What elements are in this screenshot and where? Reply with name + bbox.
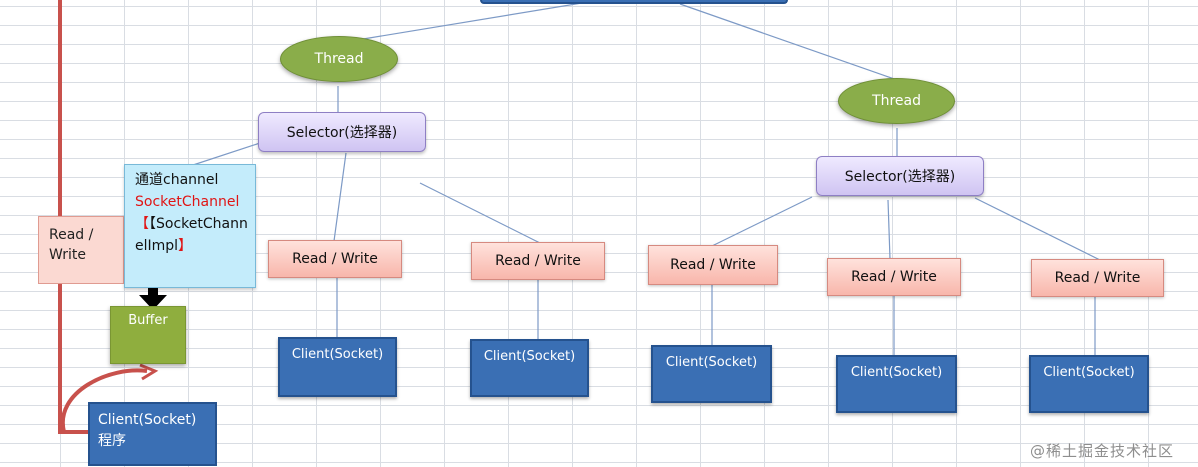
client-label: Client(Socket) (291, 347, 384, 362)
channel-impl-text-1: 【SocketChann (149, 216, 248, 232)
client-program-line2: 程序 (98, 433, 126, 449)
channel-class-name: SocketChannel (135, 194, 240, 210)
buffer-box: Buffer (110, 306, 186, 364)
selector-label: Selector(选择器) (844, 169, 956, 185)
edge-top-thread1 (344, 0, 601, 43)
read-write-label: Read / Write (851, 269, 937, 285)
red-connector (58, 0, 88, 434)
edge-selector2-rw4 (711, 196, 813, 247)
read-write-box-5: Read / Write (827, 258, 961, 296)
client-socket-box-4: Client(Socket) (836, 355, 957, 413)
edge-selector2-rw5 (887, 199, 891, 260)
thread-ellipse-2: Thread (838, 78, 955, 124)
top-node (480, 0, 788, 4)
curved-arrow (60, 368, 148, 433)
channel-impl-bracket: 】 (178, 238, 193, 254)
edge-selector2-rw6 (974, 197, 1101, 261)
client-socket-box-5: Client(Socket) (1029, 355, 1149, 413)
client-socket-box-3: Client(Socket) (651, 345, 772, 403)
watermark-text: @稀土掘金技术社区 (1030, 442, 1175, 460)
read-write-box-3: Read / Write (471, 242, 605, 280)
read-write-label: Read / Write (292, 251, 378, 267)
selector-label: Selector(选择器) (286, 125, 398, 141)
read-write-line2: Write (49, 247, 86, 263)
edge-selector1-rw2 (333, 152, 347, 242)
read-write-label: Read / Write (670, 257, 756, 273)
thread-label: Thread (872, 93, 921, 109)
client-label: Client(Socket) (483, 349, 576, 364)
client-label: Client(Socket) (665, 355, 758, 370)
selector-box-1: Selector(选择器) (258, 112, 426, 152)
read-write-label: Read / Write (495, 253, 581, 269)
curved-arrow-head (139, 363, 159, 381)
read-write-box-2: Read / Write (268, 240, 402, 278)
edge-selector1-rw3 (419, 182, 541, 244)
read-write-line1: Read / (49, 227, 94, 243)
client-program-box: Client(Socket) 程序 (88, 402, 217, 466)
client-socket-box-1: Client(Socket) (278, 337, 397, 397)
client-program-line1: Client(Socket) (98, 412, 197, 428)
thread-label: Thread (314, 51, 364, 67)
edge-top-thread2 (679, 3, 898, 81)
thread-ellipse-1: Thread (280, 36, 398, 82)
channel-impl-text-2: elImpl (135, 238, 179, 254)
channel-impl-line1: 【【SocketChann (135, 216, 248, 232)
read-write-box-left: Read / Write (38, 216, 124, 284)
channel-title: 通道channel (135, 172, 219, 188)
read-write-label: Read / Write (1054, 270, 1141, 286)
channel-box: 通道channel SocketChannel 【【SocketChann el… (124, 164, 256, 288)
selector-box-2: Selector(选择器) (816, 156, 984, 196)
read-write-box-6: Read / Write (1031, 259, 1164, 297)
edge-selector1-channel (189, 142, 261, 167)
buffer-label: Buffer (128, 313, 168, 328)
client-label: Client(Socket) (1043, 365, 1135, 380)
channel-impl-line2: elImpl】 (135, 235, 245, 257)
client-label: Client(Socket) (850, 365, 943, 380)
client-socket-box-2: Client(Socket) (470, 339, 589, 397)
read-write-box-4: Read / Write (648, 245, 778, 285)
